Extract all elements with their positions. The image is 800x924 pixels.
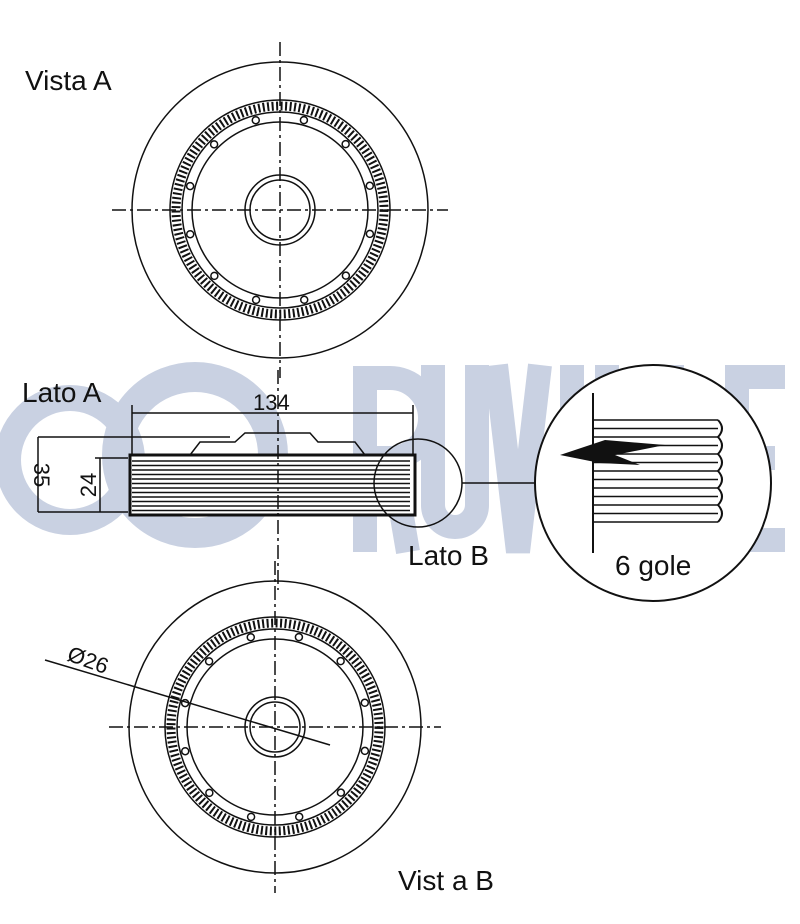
- bolt-hole: [185, 181, 195, 191]
- bolt-hole: [336, 788, 346, 797]
- side-a-label: Lato A: [22, 377, 102, 408]
- bolt-hole: [294, 632, 304, 642]
- belt-width-dimension: 24: [76, 473, 101, 497]
- bolt-hole: [360, 746, 370, 756]
- bolt-hole: [365, 181, 375, 191]
- bolt-hole: [204, 657, 214, 666]
- bolt-hole: [336, 656, 345, 666]
- bolt-hole: [205, 788, 214, 798]
- damper-ring: [171, 101, 389, 319]
- bolt-hole: [251, 295, 261, 305]
- bolt-hole: [185, 229, 195, 239]
- bolt-hole: [210, 271, 219, 281]
- bolt-hole: [341, 139, 350, 149]
- side-view: [37, 364, 772, 602]
- height-dimension: 35: [29, 463, 54, 487]
- view-a-pulley: [112, 42, 448, 378]
- bolt-hole: [251, 115, 261, 125]
- bolt-hole: [341, 271, 351, 280]
- bolt-hole: [299, 295, 309, 305]
- bolt-hole: [299, 115, 309, 125]
- groove-profile: [716, 419, 723, 523]
- side-b-label: Lato B: [408, 540, 489, 571]
- bore-leader-line: [44, 659, 331, 746]
- bolt-hole: [294, 812, 304, 822]
- bolt-hole: [360, 698, 370, 708]
- view-a-label: Vista A: [25, 65, 112, 96]
- grooves-label: 6 gole: [615, 550, 691, 581]
- view-b-label: Vist a B: [398, 865, 494, 896]
- bolt-hole: [209, 140, 219, 149]
- view-b-pulley: [109, 561, 441, 893]
- bolt-hole: [246, 812, 256, 822]
- bolt-hole: [180, 746, 190, 756]
- bolt-hole: [365, 229, 375, 239]
- width-dimension: 134: [253, 390, 290, 415]
- bolt-hole: [246, 632, 256, 642]
